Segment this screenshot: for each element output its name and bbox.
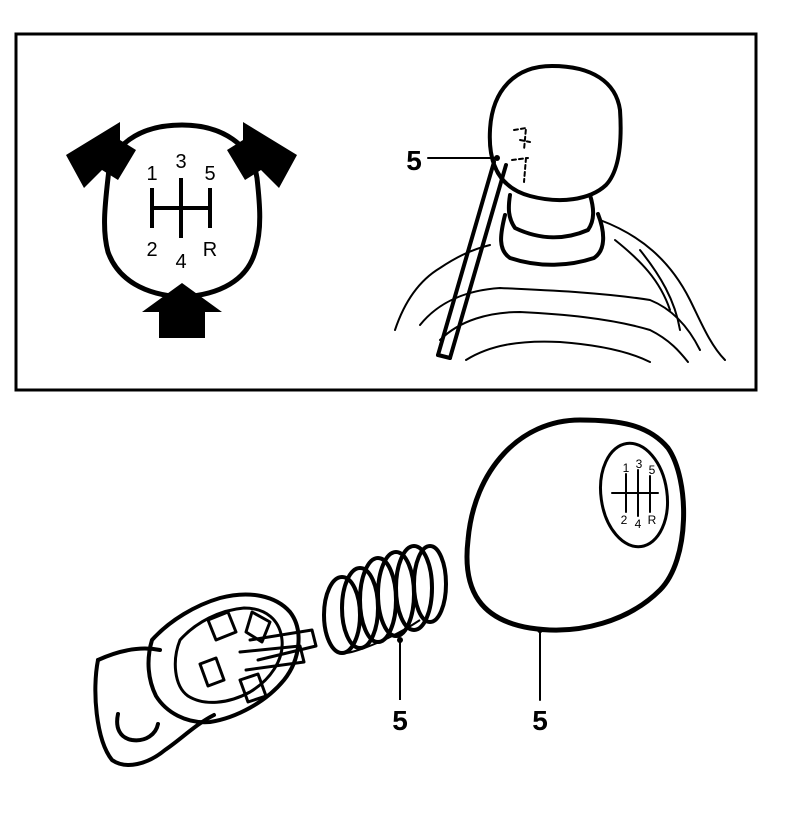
knob-callout-label: 5 <box>532 705 548 736</box>
spring <box>322 544 448 700</box>
knob-gear-5: 5 <box>649 463 656 477</box>
inset-gear-1: 1 <box>146 163 157 185</box>
shift-knob <box>464 417 687 701</box>
emblem-diagram: 1 3 5 2 4 R <box>66 122 297 338</box>
knob-gear-3: 3 <box>636 457 643 471</box>
lever-adapter <box>93 592 318 767</box>
inset-gear-5: 5 <box>204 163 215 185</box>
inset-gear-r: R <box>203 239 217 261</box>
spring-callout-label: 5 <box>392 705 408 736</box>
arrow-down-right-icon <box>66 122 136 188</box>
knob-gear-r: R <box>648 513 657 527</box>
knob-gear-2: 2 <box>621 513 628 527</box>
inset-frame <box>14 32 758 392</box>
knob-gear-1: 1 <box>623 461 630 475</box>
knob-gear-4: 4 <box>635 517 642 531</box>
inset-gear-4: 4 <box>175 251 186 273</box>
knob-on-lever <box>394 64 726 363</box>
inset-gear-2: 2 <box>146 239 157 261</box>
arrow-down-left-icon <box>227 122 297 188</box>
arrow-up-icon <box>142 283 222 338</box>
inset-callout-label: 5 <box>406 145 422 176</box>
inset-gear-3: 3 <box>175 151 186 173</box>
